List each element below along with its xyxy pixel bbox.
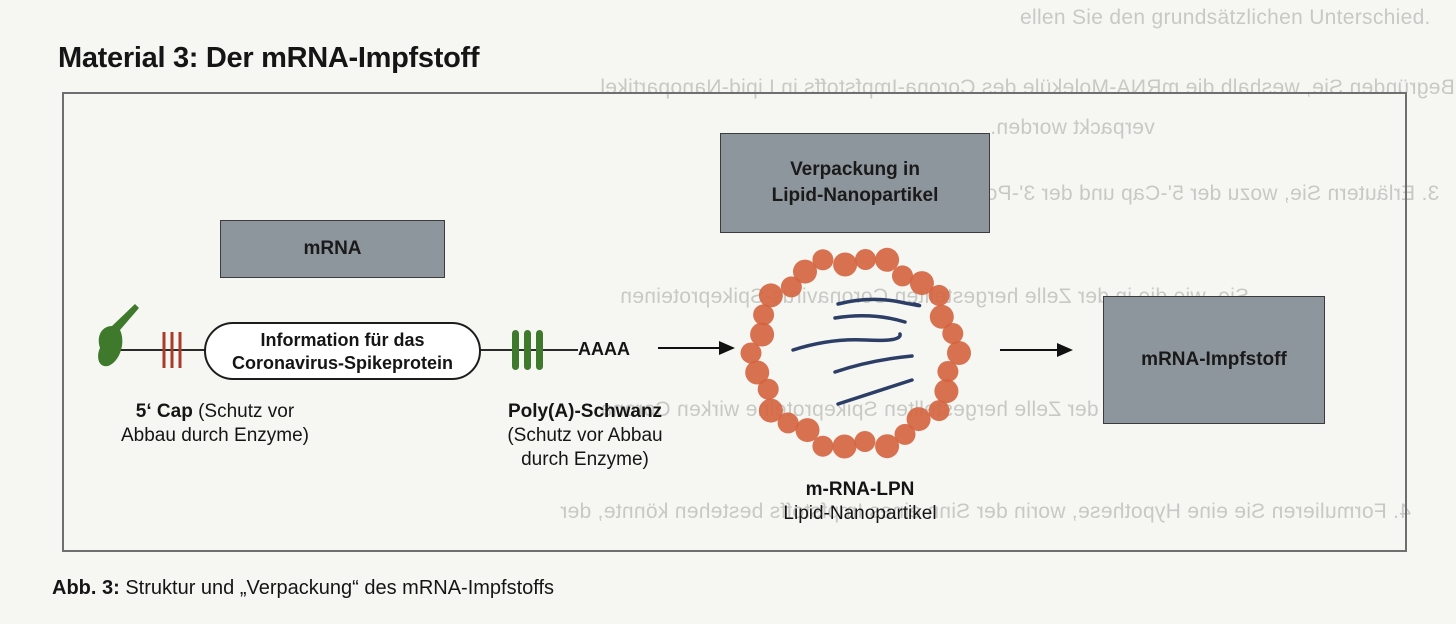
lipid-sphere [740, 342, 762, 364]
lipid-sphere [780, 276, 802, 298]
verpackung-line2: Lipid-Nanopartikel [771, 185, 939, 206]
verpackung-line1: Verpackung in [790, 159, 920, 181]
lipid-sphere [928, 284, 950, 306]
lipid-sphere [777, 412, 799, 434]
lipid-sphere [854, 431, 876, 452]
lipid-sphere [937, 361, 959, 382]
coding-region-text: Information für das Coronavirus-Spikepro… [205, 329, 480, 376]
lpn-label-bold: m-RNA-LPN [805, 479, 915, 500]
poly-a-label-line3: durch Enzyme) [521, 448, 649, 470]
mrna-strand [833, 354, 914, 374]
poly-a-label-bold: Poly(A)-Schwanz [507, 401, 663, 422]
cap-symbol [98, 304, 139, 367]
lipid-sphere [855, 249, 876, 270]
impfstoff-box-label: mRNA-Impfstoff [1141, 349, 1287, 371]
lipid-sphere [753, 304, 775, 326]
arrow-head [719, 341, 735, 355]
lpn-label-line2: Lipid-Nanopartikel [783, 502, 937, 524]
lipid-sphere [875, 434, 900, 459]
poly-a-marker [512, 330, 519, 370]
lipid-sphere [833, 252, 858, 277]
mrna-strand [833, 314, 907, 324]
poly-a-text: AAAA [578, 339, 630, 359]
coding-region [204, 322, 481, 380]
lipid-sphere [894, 423, 916, 445]
lipid-sphere [812, 435, 834, 457]
lipid-sphere [750, 322, 775, 347]
lipid-sphere [757, 378, 779, 400]
mrna-strand [836, 378, 914, 406]
caption-text: Struktur und „Verpackung“ des mRNA-Impfs… [119, 577, 555, 599]
verpackung-box: Verpackung in Lipid-Nanopartikel [720, 133, 990, 233]
cap-label: 5‘ Cap (Schutz vor Abbau durch Enzyme) [70, 400, 360, 448]
lipid-sphere [909, 271, 934, 296]
poly-a-marker [536, 330, 543, 370]
lipid-sphere [929, 304, 954, 329]
poly-a-label-line2: (Schutz vor Abbau [507, 424, 663, 446]
mrna-box: mRNA [220, 220, 445, 278]
lipid-sphere [745, 360, 770, 385]
lipid-sphere [795, 418, 820, 443]
caption-bold: Abb. 3: [52, 577, 120, 599]
impfstoff-box: mRNA-Impfstoff [1103, 296, 1325, 424]
figure-caption: Abb. 3: Struktur und „Verpackung“ des mR… [52, 577, 554, 600]
lipid-sphere [928, 400, 950, 422]
cap-label-line2: Abbau durch Enzyme) [121, 424, 309, 446]
lipid-sphere [934, 379, 959, 404]
lipid-sphere [906, 407, 931, 432]
mrna-strand [791, 332, 902, 352]
lipid-nanoparticle [740, 247, 971, 459]
lipid-sphere [793, 259, 817, 284]
lpn-label: m-RNA-LPN Lipid-Nanopartikel [750, 478, 970, 526]
poly-a-label: Poly(A)-Schwanz (Schutz vor Abbau durch … [480, 400, 690, 471]
lipid-sphere [947, 341, 971, 365]
poly-a-marker [524, 330, 531, 370]
lipid-sphere [758, 283, 783, 308]
diagram-frame [62, 92, 1407, 552]
cap-label-bold: 5‘ Cap [135, 401, 193, 422]
arrow-head [1057, 343, 1073, 357]
lipid-sphere [832, 434, 857, 459]
material-heading: Material 3: Der mRNA-Impfstoff [58, 42, 480, 74]
lipid-sphere [812, 249, 834, 271]
bleed-through-text: ellen Sie den grundsätzlichen Unterschie… [1020, 6, 1431, 29]
mrna-strand [836, 297, 922, 308]
lipid-sphere [875, 247, 900, 272]
info-line1: Information für das [260, 330, 425, 350]
mrna-box-label: mRNA [303, 238, 362, 260]
info-line2: Coronavirus-Spikeprotein [231, 353, 454, 374]
lipid-sphere [892, 265, 913, 287]
lipid-sphere [758, 398, 783, 423]
cap-label-rest: (Schutz vor [192, 401, 295, 422]
lipid-sphere [942, 323, 964, 344]
